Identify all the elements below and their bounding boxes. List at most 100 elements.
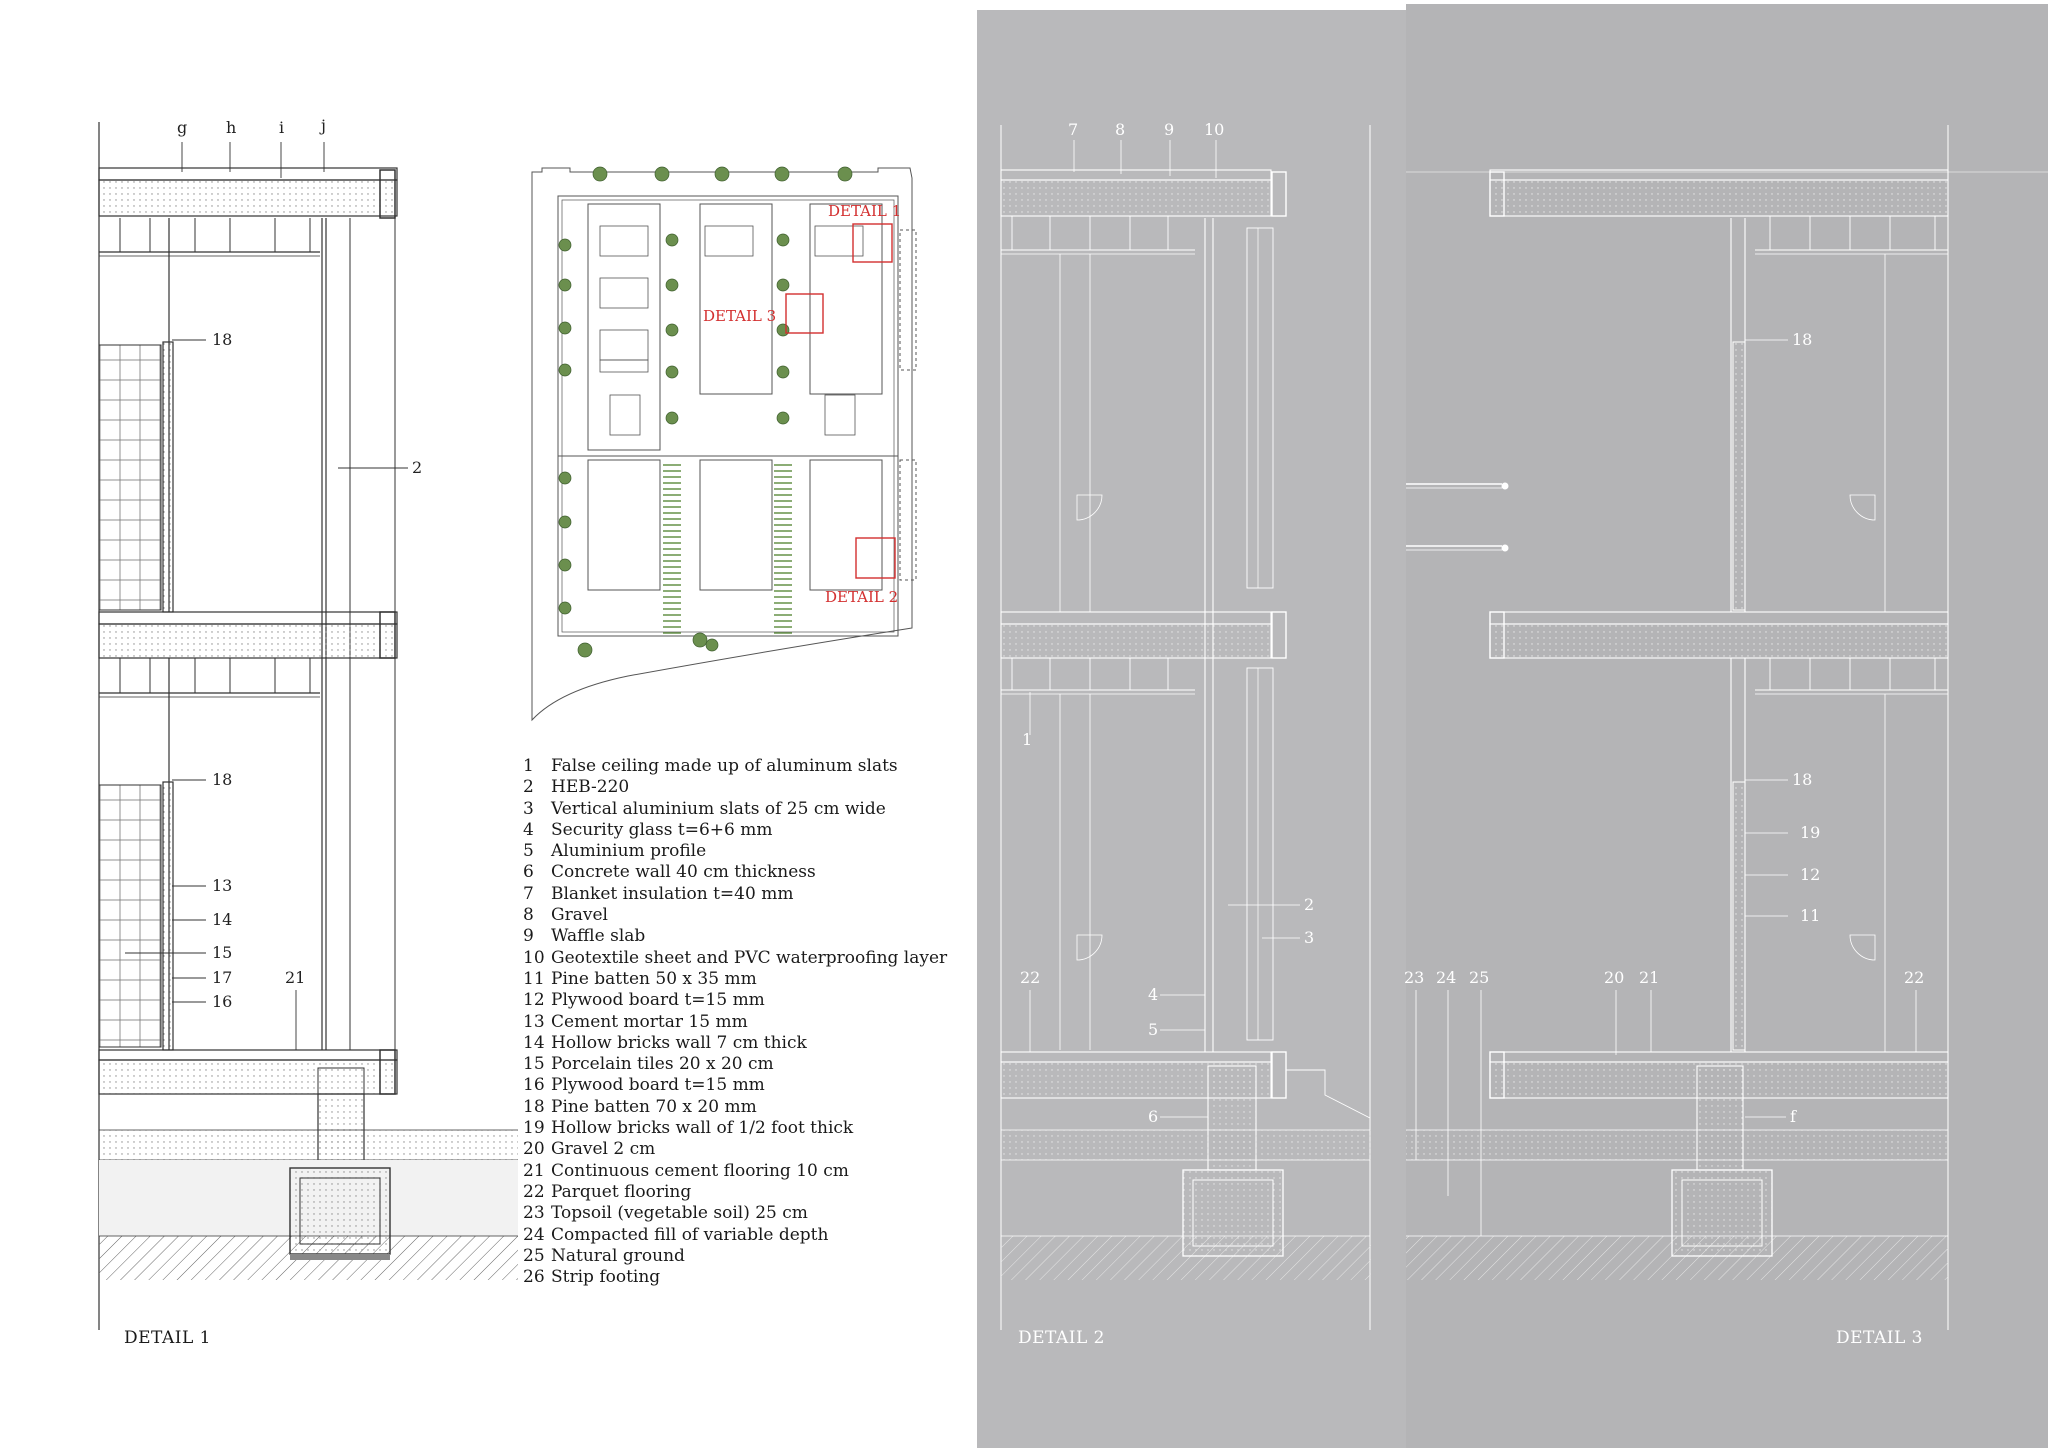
legend-item-number: 8 bbox=[523, 905, 534, 926]
legend-item-text: Topsoil (vegetable soil) 25 cm bbox=[551, 1203, 808, 1224]
d3-label-21: 21 bbox=[1639, 968, 1660, 987]
d1-label-j: j bbox=[321, 116, 326, 135]
site-plan bbox=[531, 167, 917, 722]
legend-item-number: 3 bbox=[523, 798, 534, 819]
d1-label-17: 17 bbox=[212, 968, 233, 987]
d1-label-21: 21 bbox=[285, 968, 306, 987]
d3-label-18a: 18 bbox=[1792, 330, 1813, 349]
legend-item-text: Porcelain tiles 20 x 20 cm bbox=[551, 1054, 774, 1075]
legend-item-text: Geotextile sheet and PVC waterproofing l… bbox=[551, 947, 948, 968]
legend-item: 12 Plywood board t=15 mm bbox=[523, 990, 947, 1011]
d1-label-13: 13 bbox=[212, 876, 233, 895]
d2-label-22: 22 bbox=[1020, 968, 1041, 987]
legend-item-text: Concrete wall 40 cm thickness bbox=[551, 862, 816, 883]
d3-label-20: 20 bbox=[1604, 968, 1625, 987]
d1-label-i: i bbox=[279, 118, 285, 137]
legend-item: 10 Geotextile sheet and PVC waterproofing… bbox=[523, 948, 947, 969]
d3-label-19: 19 bbox=[1800, 823, 1821, 842]
d3-label-f: f bbox=[1790, 1107, 1796, 1126]
d3-label-12: 12 bbox=[1800, 865, 1821, 884]
detail2-section-drawing bbox=[1000, 125, 1371, 1330]
d3-label-23: 23 bbox=[1404, 968, 1425, 987]
legend-item-number: 10 bbox=[523, 947, 545, 968]
legend-item-text: Strip footing bbox=[551, 1267, 661, 1288]
legend-item-text: Continuous cement flooring 10 cm bbox=[551, 1160, 849, 1181]
plan-tag-detail1: DETAIL 1 bbox=[828, 202, 902, 220]
d1-label-g: g bbox=[177, 118, 188, 137]
legend-item: 23 Topsoil (vegetable soil) 25 cm bbox=[523, 1203, 947, 1224]
legend-item-text: Parquet flooring bbox=[551, 1181, 692, 1202]
d1-label-16: 16 bbox=[212, 992, 233, 1011]
d2-label-8: 8 bbox=[1115, 120, 1126, 139]
legend-item: 2 HEB-220 bbox=[523, 777, 947, 798]
d1-label-18a: 18 bbox=[212, 330, 233, 349]
legend-item-text: Plywood board t=15 mm bbox=[551, 990, 765, 1011]
d2-label-2: 2 bbox=[1304, 895, 1315, 914]
legend-item-text: Vertical aluminium slats of 25 cm wide bbox=[551, 798, 886, 819]
legend-item: 11 Pine batten 50 x 35 mm bbox=[523, 969, 947, 990]
legend-item-text: HEB-220 bbox=[551, 777, 630, 798]
d1-label-h: h bbox=[226, 118, 237, 137]
legend-item: 3 Vertical aluminium slats of 25 cm wide bbox=[523, 799, 947, 820]
legend-item-text: Blanket insulation t=40 mm bbox=[551, 883, 794, 904]
legend-item-number: 2 bbox=[523, 777, 534, 798]
d1-label-2: 2 bbox=[412, 458, 423, 477]
legend-item: 8 Gravel bbox=[523, 905, 947, 926]
legend-item: 15 Porcelain tiles 20 x 20 cm bbox=[523, 1054, 947, 1075]
legend-item-text: Pine batten 50 x 35 mm bbox=[551, 968, 757, 989]
d1-label-18b: 18 bbox=[212, 770, 233, 789]
detail3-title: DETAIL 3 bbox=[1836, 1328, 1923, 1348]
legend-item-number: 7 bbox=[523, 883, 534, 904]
legend-item-text: Plywood board t=15 mm bbox=[551, 1075, 765, 1096]
detail2-title: DETAIL 2 bbox=[1018, 1328, 1105, 1348]
detail1-title: DETAIL 1 bbox=[124, 1328, 211, 1348]
legend-item-number: 11 bbox=[523, 968, 545, 989]
legend-item-number: 4 bbox=[523, 819, 534, 840]
legend-item-number: 19 bbox=[523, 1118, 545, 1139]
plan-tag-detail2: DETAIL 2 bbox=[825, 588, 899, 606]
legend-item: 18 Pine batten 70 x 20 mm bbox=[523, 1097, 947, 1118]
d2-label-3: 3 bbox=[1304, 928, 1315, 947]
legend-item-number: 15 bbox=[523, 1054, 545, 1075]
d2-label-9: 9 bbox=[1164, 120, 1175, 139]
d3-label-24: 24 bbox=[1436, 968, 1457, 987]
legend-item-text: Natural ground bbox=[551, 1245, 685, 1266]
legend-item-number: 24 bbox=[523, 1224, 545, 1245]
legend-item-text: Cement mortar 15 mm bbox=[551, 1011, 748, 1032]
d3-label-11: 11 bbox=[1800, 906, 1821, 925]
legend-item: 7 Blanket insulation t=40 mm bbox=[523, 884, 947, 905]
legend-item-number: 12 bbox=[523, 990, 545, 1011]
legend-item-number: 23 bbox=[523, 1203, 545, 1224]
d3-label-18b: 18 bbox=[1792, 770, 1813, 789]
legend-item-text: Pine batten 70 x 20 mm bbox=[551, 1096, 757, 1117]
legend-item-text: Waffle slab bbox=[551, 926, 646, 947]
legend-item-number: 18 bbox=[523, 1096, 545, 1117]
d3-label-25: 25 bbox=[1469, 968, 1490, 987]
legend-item-text: Gravel 2 cm bbox=[551, 1139, 656, 1160]
legend-item: 24 Compacted fill of variable depth bbox=[523, 1225, 947, 1246]
legend-item-text: Compacted fill of variable depth bbox=[551, 1224, 829, 1245]
legend-item: 9 Waffle slab bbox=[523, 926, 947, 947]
plan-tag-detail3: DETAIL 3 bbox=[703, 307, 777, 325]
d2-label-4: 4 bbox=[1148, 985, 1159, 1004]
d2-label-5: 5 bbox=[1148, 1020, 1159, 1039]
detail3-section-drawing bbox=[1406, 125, 2048, 1330]
d2-label-1: 1 bbox=[1022, 730, 1033, 749]
d2-label-10: 10 bbox=[1204, 120, 1225, 139]
legend-item-number: 9 bbox=[523, 926, 534, 947]
legend-item-text: Aluminium profile bbox=[551, 841, 707, 862]
legend-item-text: Hollow bricks wall of 1/2 foot thick bbox=[551, 1118, 854, 1139]
legend-item-text: Gravel bbox=[551, 905, 608, 926]
